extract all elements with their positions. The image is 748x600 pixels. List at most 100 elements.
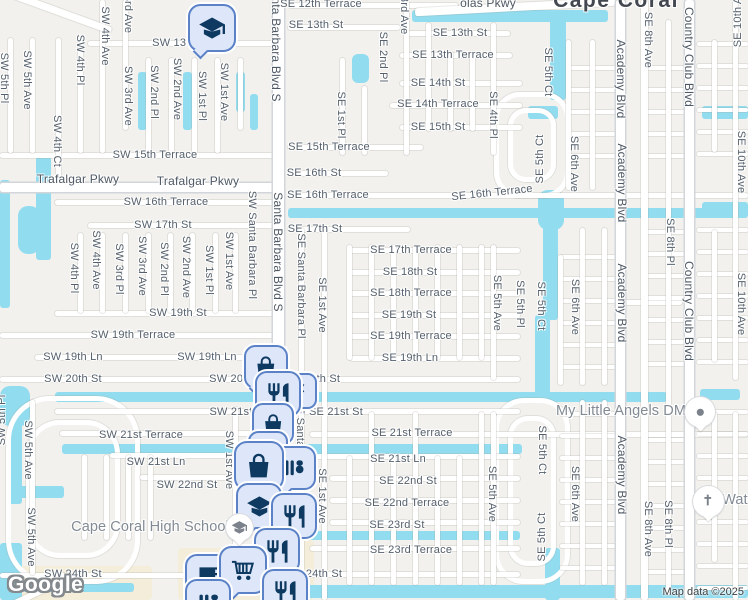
street-label: SE 6th Ave bbox=[569, 465, 581, 523]
poi-pin-shopping-bag[interactable] bbox=[234, 441, 284, 499]
street-label: SE 10th Ave bbox=[735, 272, 747, 336]
street-label: Academy Blvd bbox=[615, 435, 629, 515]
street-road bbox=[697, 108, 748, 112]
street-road bbox=[645, 362, 686, 366]
street-label: SW 21st Ln bbox=[126, 456, 186, 468]
street-road bbox=[697, 294, 748, 298]
street-label: SW 1st Ave bbox=[218, 62, 230, 122]
street-label: SE 14th St bbox=[410, 77, 466, 89]
street-road bbox=[697, 542, 748, 546]
street-label: SW 21st Terrace bbox=[98, 429, 184, 441]
street-road bbox=[299, 228, 304, 600]
shopping-bag-icon bbox=[264, 414, 282, 434]
street-label: SW 1st Ave bbox=[223, 231, 235, 291]
street-road bbox=[238, 58, 243, 130]
street-road bbox=[233, 233, 238, 313]
poi-pin-school[interactable] bbox=[188, 4, 236, 60]
street-road bbox=[88, 41, 277, 46]
street-road bbox=[288, 377, 520, 382]
street-road bbox=[558, 255, 563, 385]
street-label: SW 19th St bbox=[149, 307, 207, 319]
city-label: Cape Coral bbox=[553, 0, 679, 12]
poi-pin-store[interactable] bbox=[185, 579, 231, 600]
street-road bbox=[233, 407, 238, 575]
street-label: SW 1st Pl bbox=[203, 244, 215, 296]
street-label: SE 5th Ct bbox=[535, 281, 547, 331]
canal-water bbox=[543, 225, 558, 320]
street-label: SW 5th Ave bbox=[21, 50, 33, 110]
street-road bbox=[100, 0, 105, 153]
street-road bbox=[0, 573, 277, 578]
street-road bbox=[288, 227, 410, 232]
street-label: SW 4th Ave bbox=[90, 230, 102, 290]
poi-badge-poi-dot[interactable] bbox=[685, 397, 715, 432]
canal-water bbox=[18, 206, 40, 254]
street-road bbox=[0, 153, 277, 158]
poi-badge-school[interactable] bbox=[225, 513, 253, 545]
street-road bbox=[566, 40, 571, 190]
street-label: SW 19th Ln bbox=[43, 351, 103, 363]
canal-water bbox=[300, 531, 520, 540]
street-label: SE 8th Pl bbox=[662, 500, 674, 548]
street-road bbox=[8, 38, 13, 153]
street-road bbox=[347, 456, 352, 585]
poi-label: Cape Coral High School bbox=[71, 519, 229, 535]
street-road bbox=[685, 0, 694, 600]
canal-water bbox=[550, 14, 566, 100]
street-road bbox=[470, 52, 475, 131]
street-label: Academy Blvd bbox=[615, 143, 629, 223]
street-road bbox=[0, 377, 277, 382]
street-road bbox=[645, 154, 686, 158]
street-label: SW 19th Terrace bbox=[90, 329, 176, 341]
street-label: SW 15th Terrace bbox=[112, 149, 198, 161]
street-road bbox=[666, 20, 671, 595]
street-road bbox=[645, 296, 686, 300]
street-road bbox=[590, 40, 595, 190]
street-label: SW 1st Pl bbox=[196, 70, 208, 122]
street-road bbox=[645, 88, 686, 92]
street-road bbox=[190, 233, 195, 313]
street-label: Santa Barbara Blvd S bbox=[271, 192, 285, 312]
street-road bbox=[168, 233, 173, 313]
street-label: SE 13th St bbox=[432, 27, 488, 39]
street-road bbox=[645, 132, 686, 136]
street-road bbox=[697, 152, 748, 156]
street-road bbox=[369, 412, 374, 585]
street-label: SW 2nd Ave bbox=[171, 57, 183, 121]
street-road bbox=[400, 125, 522, 130]
street-label: SE 5th Ct bbox=[536, 512, 548, 562]
poi-label: Wate bbox=[722, 492, 748, 508]
street-road bbox=[330, 476, 520, 481]
street-road bbox=[697, 64, 748, 68]
street-road bbox=[123, 0, 128, 130]
street-label: SE 6th Ave bbox=[568, 135, 580, 193]
street-label: SE 14th Terrace bbox=[397, 98, 479, 110]
street-road bbox=[697, 454, 748, 458]
street-label: SE 5th Ct bbox=[534, 134, 546, 184]
street-label: SE 4th Pl bbox=[487, 91, 499, 139]
street-road bbox=[697, 272, 748, 276]
street-label: Country Club Blvd bbox=[682, 260, 696, 362]
street-label: SW 19th Ln bbox=[177, 351, 237, 363]
google-logo[interactable]: Google bbox=[8, 573, 84, 596]
canal-water bbox=[288, 208, 748, 218]
shopping-bag-icon bbox=[249, 453, 269, 478]
street-road bbox=[435, 456, 440, 585]
poi-pin-restaurant[interactable] bbox=[262, 569, 308, 600]
street-road bbox=[712, 40, 717, 152]
street-label: SE 16th Terrace bbox=[287, 189, 369, 201]
street-label: SW 17th St bbox=[134, 219, 192, 231]
street-label: SW 20th St bbox=[44, 373, 102, 385]
street-road bbox=[391, 456, 396, 585]
street-label: SE 22nd St bbox=[379, 475, 437, 487]
street-label: SW 3rd Pl bbox=[113, 243, 125, 295]
street-road bbox=[560, 456, 616, 460]
street-label: SE 5th Ct bbox=[542, 47, 554, 97]
street-road bbox=[192, 58, 197, 153]
street-road bbox=[110, 453, 277, 458]
poi-badge-church[interactable] bbox=[692, 485, 724, 521]
street-label: SE 15th Terrace bbox=[288, 141, 370, 153]
street-road bbox=[491, 245, 496, 380]
street-road bbox=[560, 478, 616, 482]
